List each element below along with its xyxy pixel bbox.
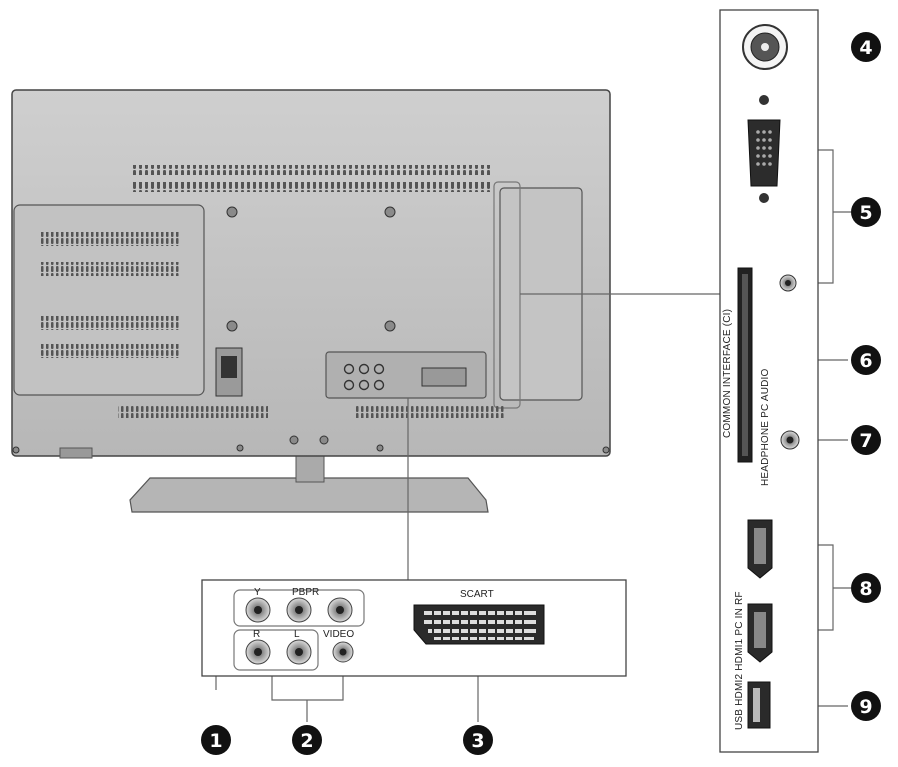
svg-text:7: 7 bbox=[859, 430, 872, 452]
top-vent-row-2 bbox=[130, 182, 490, 192]
svg-text:5: 5 bbox=[859, 202, 872, 224]
callout-7: 7 bbox=[851, 425, 881, 455]
callout-5: 5 bbox=[851, 197, 881, 227]
svg-text:9: 9 bbox=[859, 696, 872, 718]
label-side-ports: USB HDMI2 HDMI1 PC IN RF bbox=[734, 591, 745, 730]
zoomed-side-panel: COMMON INTERFACE (CI) HEADPHONE PC AUDIO… bbox=[720, 10, 818, 752]
tv-foot bbox=[60, 448, 92, 458]
svg-text:1: 1 bbox=[209, 730, 222, 752]
label-video: VIDEO bbox=[323, 629, 354, 640]
audio-video-jacks bbox=[246, 640, 353, 664]
callout-8: 8 bbox=[851, 573, 881, 603]
bottom-vent-left bbox=[118, 406, 268, 418]
tv-stand-base bbox=[130, 478, 488, 512]
svg-text:4: 4 bbox=[859, 37, 872, 59]
pc-in-screw-bottom bbox=[759, 193, 769, 203]
label-scart: SCART bbox=[460, 589, 494, 600]
label-common-interface: COMMON INTERFACE (CI) bbox=[722, 309, 733, 438]
zoomed-rear-panel: Y PBPR R L VIDEO SCART bbox=[202, 580, 626, 676]
svg-text:6: 6 bbox=[859, 350, 872, 372]
headphone-jack bbox=[781, 431, 799, 449]
callout-9: 9 bbox=[851, 691, 881, 721]
pc-in-screw-top bbox=[759, 95, 769, 105]
callout-3: 3 bbox=[463, 725, 493, 755]
svg-text:2: 2 bbox=[300, 730, 313, 752]
usb-port bbox=[748, 682, 770, 728]
pc-in-vga-connector bbox=[748, 120, 780, 186]
bottom-vent-right bbox=[356, 406, 506, 418]
hdmi2-port bbox=[748, 520, 772, 578]
label-l: L bbox=[294, 629, 300, 640]
scart-connector bbox=[414, 605, 544, 644]
label-r: R bbox=[253, 629, 260, 640]
callout-4: 4 bbox=[851, 32, 881, 62]
callout-2: 2 bbox=[292, 725, 322, 755]
callout-1: 1 bbox=[201, 725, 231, 755]
hdmi1-port bbox=[748, 604, 772, 662]
tv-rear bbox=[12, 90, 610, 512]
top-vent-row-1 bbox=[130, 165, 490, 175]
svg-text:8: 8 bbox=[859, 578, 872, 600]
label-y: Y bbox=[254, 587, 261, 598]
callout-6: 6 bbox=[851, 345, 881, 375]
label-headphone-pc-audio: HEADPHONE PC AUDIO bbox=[760, 368, 771, 486]
pc-audio-jack bbox=[780, 275, 796, 291]
label-pbpr: PBPR bbox=[292, 587, 319, 598]
svg-text:3: 3 bbox=[471, 730, 484, 752]
component-jacks bbox=[246, 598, 352, 622]
rf-in-connector bbox=[743, 25, 787, 69]
